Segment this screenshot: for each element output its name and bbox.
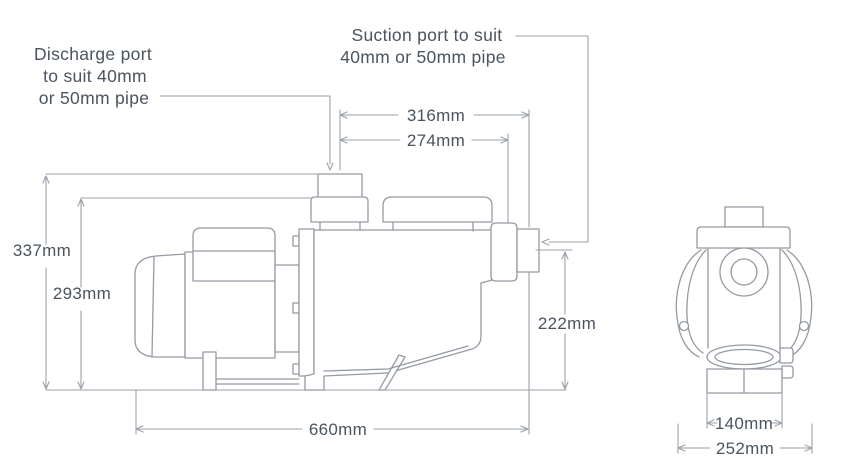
end-top-flange [696, 226, 791, 249]
dimension-252-lines [677, 423, 813, 454]
discharge-port [317, 173, 363, 199]
dimension-252-label: 252mm [716, 439, 774, 458]
seal-plate-tabs [292, 235, 300, 375]
dimension-293: 293mm [53, 197, 312, 390]
clamp-knobs [779, 347, 794, 379]
side-view-detail-lines [151, 221, 474, 385]
suction-port-flange [490, 222, 518, 282]
dimension-222: 222mm [535, 249, 596, 390]
discharge-label-line1: Discharge port [34, 44, 152, 64]
terminal-box [192, 227, 276, 282]
clamp-wings [675, 249, 813, 358]
dimension-293-label: 293mm [53, 284, 111, 303]
suction-port [516, 228, 540, 273]
clamp-band-inner [714, 348, 774, 366]
seal-plate [298, 228, 315, 377]
discharge-label-line2: to suit 40mm [43, 66, 147, 86]
clamp-ear-right [798, 320, 810, 332]
dimension-274: 274mm [339, 131, 509, 223]
dimension-140: 140mm [706, 393, 783, 433]
discharge-port-label: Discharge port to suit 40mm or 50mm pipe [34, 44, 152, 108]
support-strut [378, 354, 406, 391]
dimension-660-lines [135, 271, 530, 435]
dimension-660: 660mm [135, 271, 530, 439]
end-view: 140mm 252mm [675, 206, 813, 458]
discharge-leader-line [159, 95, 334, 171]
end-body-sides [707, 247, 781, 349]
end-top-port [724, 206, 764, 228]
dimension-252: 252mm [677, 423, 813, 458]
dimension-274-label: 274mm [407, 131, 465, 150]
dimension-140-lines [706, 393, 783, 429]
dimension-316-label: 316mm [407, 106, 465, 125]
dimension-274-lines [339, 133, 509, 223]
strainer-lid [382, 196, 493, 223]
motor-end-cap [134, 253, 186, 358]
dimension-660-label: 660mm [309, 420, 367, 439]
suction-leader-line [515, 35, 589, 246]
discharge-port-flange [310, 196, 369, 223]
dimension-222-label: 222mm [538, 314, 596, 333]
dimension-222-lines [535, 249, 573, 390]
side-view: 316mm 274mm 337mm 293mm 222mm 660mm Di [13, 25, 596, 439]
dimension-337-label: 337mm [13, 241, 71, 260]
dimension-293-lines [77, 197, 312, 390]
discharge-label-line3: or 50mm pipe [39, 88, 150, 108]
dimension-337-lines [42, 173, 319, 390]
dimension-140-label: 140mm [715, 414, 773, 433]
clamp-ear-left [678, 320, 690, 332]
dimension-337: 337mm [13, 173, 319, 390]
clamp-band-outer [706, 344, 782, 370]
port-circle-inner [730, 258, 758, 286]
suction-port-label: Suction port to suit 40mm or 50mm pipe [340, 25, 506, 67]
port-circle-outer [719, 247, 769, 297]
tank-body [304, 229, 493, 391]
suction-label-line2: 40mm or 50mm pipe [340, 47, 506, 67]
mounting-foot [202, 351, 217, 391]
suction-label-line1: Suction port to suit [352, 25, 503, 45]
